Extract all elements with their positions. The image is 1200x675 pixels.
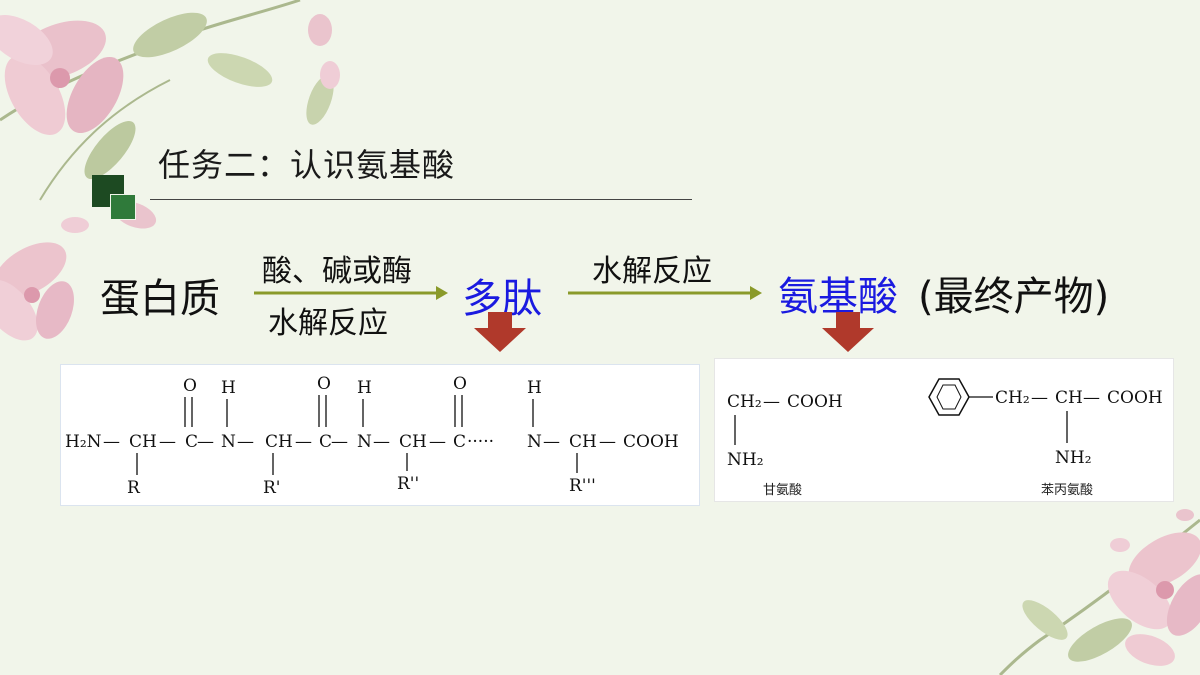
flower-mid-left xyxy=(0,242,74,341)
amino-acid-structures: CH₂ — COOH NH₂ 甘氨酸 CH₂ — CH — COOH xyxy=(727,378,1163,498)
h2n-group: H₂N xyxy=(65,432,102,452)
flower-top-left xyxy=(0,15,124,135)
phenylalanine-ch: CH xyxy=(1055,388,1083,408)
bond: — xyxy=(295,432,312,452)
ch-alpha-3: CH xyxy=(399,432,427,452)
benzene-ring-icon xyxy=(928,378,970,416)
ch-alpha-1: CH xyxy=(129,432,157,452)
phenylalanine-nh2: NH₂ xyxy=(1055,448,1092,468)
carbonyl-o-1: O xyxy=(183,376,197,396)
amide-h-3: H xyxy=(527,378,542,398)
condition2-label: 水解反应 xyxy=(592,254,712,289)
polypeptide-formula-panel: H₂N — CH — C — N — CH — C — N — CH — C ·… xyxy=(60,364,700,506)
hydrolysis-arrow-2 xyxy=(568,286,762,300)
terminal-cooh: COOH xyxy=(623,432,679,452)
carbonyl-c-1: C xyxy=(185,432,198,452)
carbonyl-c-3: C xyxy=(453,432,466,452)
title-marker-square-light xyxy=(110,194,136,220)
ch-alpha-2: CH xyxy=(265,432,293,452)
bond: — xyxy=(599,432,616,452)
bond: — xyxy=(237,432,254,452)
protein-label: 蛋白质 xyxy=(100,276,220,322)
condition-bottom-label: 水解反应 xyxy=(268,306,388,341)
down-arrow-amino-acid xyxy=(822,312,874,352)
amide-n-2: N xyxy=(357,432,372,452)
carbonyl-o-2: O xyxy=(317,374,331,394)
phenylalanine-cooh: COOH xyxy=(1107,388,1163,408)
carbonyl-o-3: O xyxy=(453,374,467,394)
glycine-name: 甘氨酸 xyxy=(763,483,802,498)
glycine-cooh: COOH xyxy=(787,392,843,412)
bond: — xyxy=(763,392,780,412)
amide-h-1: H xyxy=(221,378,236,398)
hydrolysis-arrow-1 xyxy=(254,286,448,300)
condition-top-label: 酸、碱或酶 xyxy=(262,254,412,289)
slide-title: 任务二：认识氨基酸 xyxy=(158,146,456,184)
ch-alpha-4: CH xyxy=(569,432,597,452)
side-chain-r-triple-prime: R''' xyxy=(569,476,596,496)
glycine-ch2: CH₂ xyxy=(727,392,762,412)
dotted-bond: ····· xyxy=(467,432,494,452)
amide-h-2: H xyxy=(357,378,372,398)
amide-n-1: N xyxy=(221,432,236,452)
polypeptide-structure: H₂N — CH — C — N — CH — C — N — CH — C ·… xyxy=(65,374,679,498)
down-arrow-peptide xyxy=(474,312,526,352)
amino-acid-examples-panel: CH₂ — COOH NH₂ 甘氨酸 CH₂ — CH — COOH xyxy=(714,358,1174,502)
side-chain-r: R xyxy=(127,478,141,498)
bond: — xyxy=(543,432,560,452)
phenylalanine-structure: CH₂ — CH — COOH NH₂ 苯丙氨酸 xyxy=(928,378,1163,498)
bond: — xyxy=(103,432,120,452)
side-chain-r-double-prime: R'' xyxy=(397,474,419,494)
carbonyl-c-2: C xyxy=(319,432,332,452)
bond: — xyxy=(1031,388,1048,408)
bond: — xyxy=(429,432,446,452)
structure-bonds xyxy=(136,395,578,475)
side-chain-r-prime: R' xyxy=(263,478,280,498)
final-product-note: (最终产物) xyxy=(918,274,1110,320)
flower-bottom-right xyxy=(1107,532,1200,666)
glycine-structure: CH₂ — COOH NH₂ 甘氨酸 xyxy=(727,392,843,498)
title-underline xyxy=(150,199,692,200)
bond: — xyxy=(197,432,214,452)
bond: — xyxy=(331,432,348,452)
amide-n-3: N xyxy=(527,432,542,452)
phenylalanine-ch2: CH₂ xyxy=(995,388,1030,408)
bond: — xyxy=(1083,388,1100,408)
bond: — xyxy=(159,432,176,452)
phenylalanine-name: 苯丙氨酸 xyxy=(1041,483,1093,498)
bond: — xyxy=(373,432,390,452)
glycine-nh2: NH₂ xyxy=(727,450,764,470)
